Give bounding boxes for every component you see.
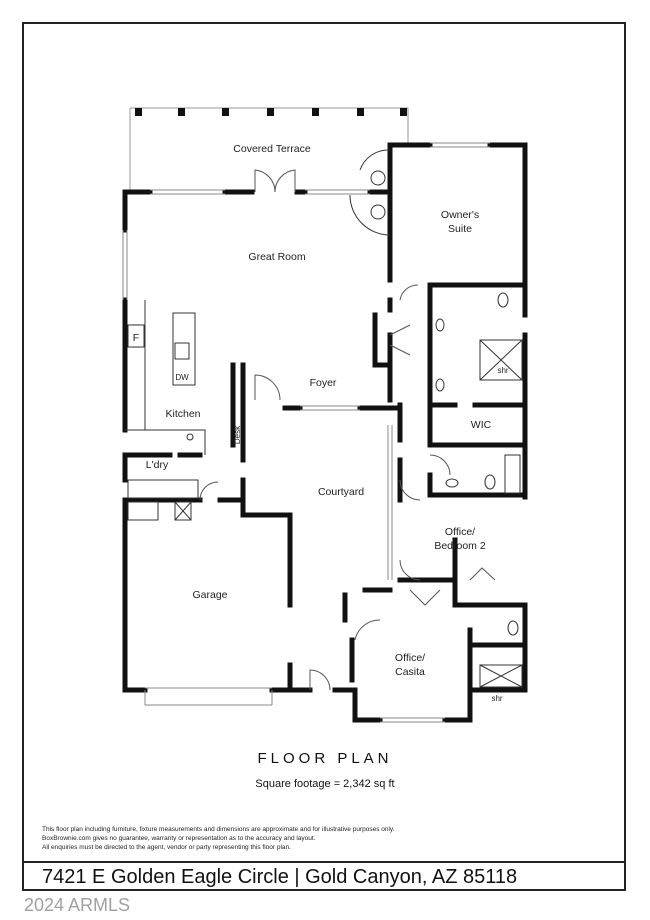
label-office-casita-2: Casita	[395, 666, 425, 678]
label-covered-terrace: Covered Terrace	[233, 143, 311, 155]
label-office-bedroom-1: Office/	[445, 526, 475, 538]
label-dishwasher: DW	[175, 373, 189, 382]
disclaimer-line: All enquiries must be directed to the ag…	[42, 844, 291, 851]
label-shower-2: shr	[491, 694, 502, 703]
label-courtyard: Courtyard	[318, 486, 364, 498]
label-office-casita-1: Office/	[395, 652, 425, 664]
walls	[122, 142, 528, 723]
plan-title: FLOOR PLAN	[257, 750, 393, 767]
label-kitchen: Kitchen	[165, 408, 200, 420]
page-frame	[22, 22, 626, 891]
label-owners-suite-1: Owner's	[441, 209, 479, 221]
property-address: 7421 E Golden Eagle Circle | Gold Canyon…	[42, 866, 518, 888]
room-labels: Covered Terrace Great Room Owner's Suite…	[133, 143, 509, 703]
terrace-posts	[135, 108, 407, 116]
disclaimer: This floor plan including furniture, fix…	[42, 825, 395, 852]
disclaimer-line: This floor plan including furniture, fix…	[42, 826, 395, 833]
label-desk: Desk	[233, 425, 242, 444]
address-divider	[22, 861, 626, 863]
windows	[122, 142, 490, 723]
label-owners-suite-2: Suite	[448, 223, 472, 235]
label-fridge: F	[133, 332, 139, 344]
label-office-bedroom-2: Bedroom 2	[434, 540, 486, 552]
label-garage: Garage	[192, 589, 227, 601]
label-laundry: L'dry	[146, 459, 169, 471]
label-great-room: Great Room	[248, 251, 305, 263]
disclaimer-line: BoxBrownie.com gives no guarantee, warra…	[42, 835, 316, 842]
floor-plan-drawing: Covered Terrace Great Room Owner's Suite…	[122, 107, 528, 723]
label-shower-1: shr	[497, 366, 508, 375]
square-footage: Square footage = 2,342 sq ft	[255, 778, 395, 790]
watermark: 2024 ARMLS	[24, 895, 131, 915]
label-foyer: Foyer	[310, 377, 337, 389]
doors	[199, 169, 496, 691]
kitchen-fixtures	[125, 149, 523, 688]
label-wic: WIC	[471, 419, 492, 431]
